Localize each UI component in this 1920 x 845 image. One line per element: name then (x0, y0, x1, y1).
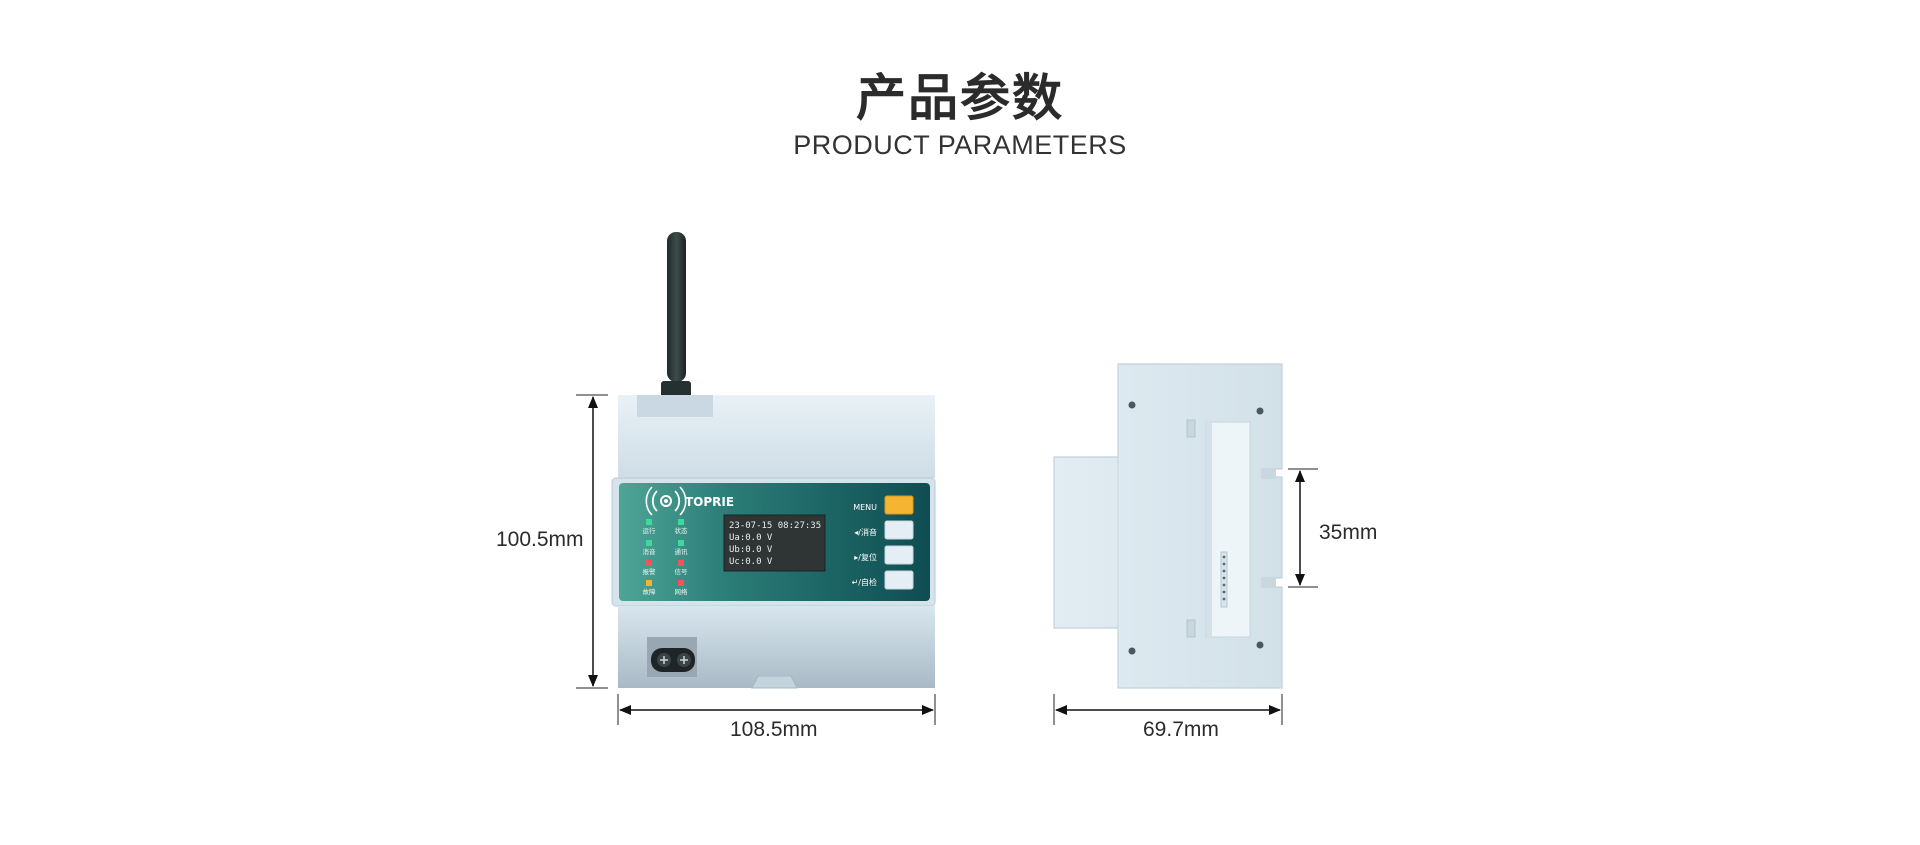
reset-button-label: ▸/复位 (854, 552, 877, 562)
display-ua: Ua:0.0 V (729, 533, 773, 543)
indicator-run: 运行 (643, 519, 657, 535)
antenna-notch (637, 395, 713, 417)
height-dimension (576, 394, 608, 689)
rail-dimension (1288, 468, 1318, 588)
indicator-led (678, 560, 684, 566)
brand-logo: TOPRIE (645, 486, 734, 516)
indicator-signal: 信号 (675, 560, 689, 576)
page-title: 产品参数 (856, 69, 1064, 127)
svg-text:网络: 网络 (675, 587, 689, 596)
indicator-led (678, 519, 684, 525)
svg-text:信号: 信号 (675, 567, 689, 576)
indicator-network: 网络 (675, 580, 689, 596)
rail-dimension-label: 35mm (1319, 521, 1378, 544)
indicator-led (646, 560, 652, 566)
page-subtitle: PRODUCT PARAMETERS (793, 130, 1127, 160)
width-dimension-label: 108.5mm (730, 718, 818, 741)
height-dimension-label: 100.5mm (496, 528, 584, 551)
width-dimension (617, 694, 936, 725)
depth-dimension (1053, 694, 1283, 725)
svg-text:通讯: 通讯 (675, 547, 689, 556)
selftest-button-label: ↵/自检 (852, 577, 877, 587)
menu-button-label: MENU (853, 503, 877, 512)
indicator-alarm: 报警 (643, 560, 657, 576)
indicator-grid: 运行 状态 消音 通讯 报警 信号 (643, 519, 689, 596)
front-view: TOPRIE 运行 状态 消音 通讯 报警 (611, 232, 936, 689)
indicator-mute: 消音 (643, 540, 657, 556)
indicator-led (646, 580, 652, 586)
indicator-led (646, 519, 652, 525)
display-datetime: 23-07-15 08:27:35 (729, 521, 821, 531)
lower-casing (618, 606, 935, 688)
mute-button-label: ◂/消音 (854, 527, 877, 537)
din-clip (751, 675, 798, 689)
lcd-display: 23-07-15 08:27:35 Ua:0.0 V Ub:0.0 V Uc:0… (723, 514, 826, 572)
depth-dimension-label: 69.7mm (1143, 718, 1219, 741)
indicator-fault: 故障 (643, 580, 657, 596)
svg-text:消音: 消音 (643, 547, 657, 556)
antenna (661, 232, 691, 417)
display-ub: Ub:0.0 V (729, 545, 773, 555)
display-uc: Uc:0.0 V (729, 557, 773, 567)
indicator-status: 状态 (675, 519, 689, 535)
terminal-block (647, 637, 697, 677)
din-rail-slot (1205, 421, 1251, 638)
indicator-led (678, 580, 684, 586)
selftest-button[interactable]: ↵/自检 (852, 570, 914, 590)
menu-button[interactable]: MENU (853, 495, 914, 515)
reset-button[interactable]: ▸/复位 (854, 545, 914, 565)
brand-name: TOPRIE (685, 495, 734, 509)
side-connector (1220, 551, 1228, 608)
indicator-led (646, 540, 652, 546)
svg-text:运行: 运行 (643, 526, 657, 535)
svg-text:状态: 状态 (675, 526, 689, 535)
svg-text:报警: 报警 (643, 567, 657, 576)
indicator-comm: 通讯 (675, 540, 689, 556)
indicator-led (678, 540, 684, 546)
svg-text:故障: 故障 (643, 587, 657, 596)
side-view (1053, 363, 1283, 689)
mute-button[interactable]: ◂/消音 (854, 520, 914, 540)
